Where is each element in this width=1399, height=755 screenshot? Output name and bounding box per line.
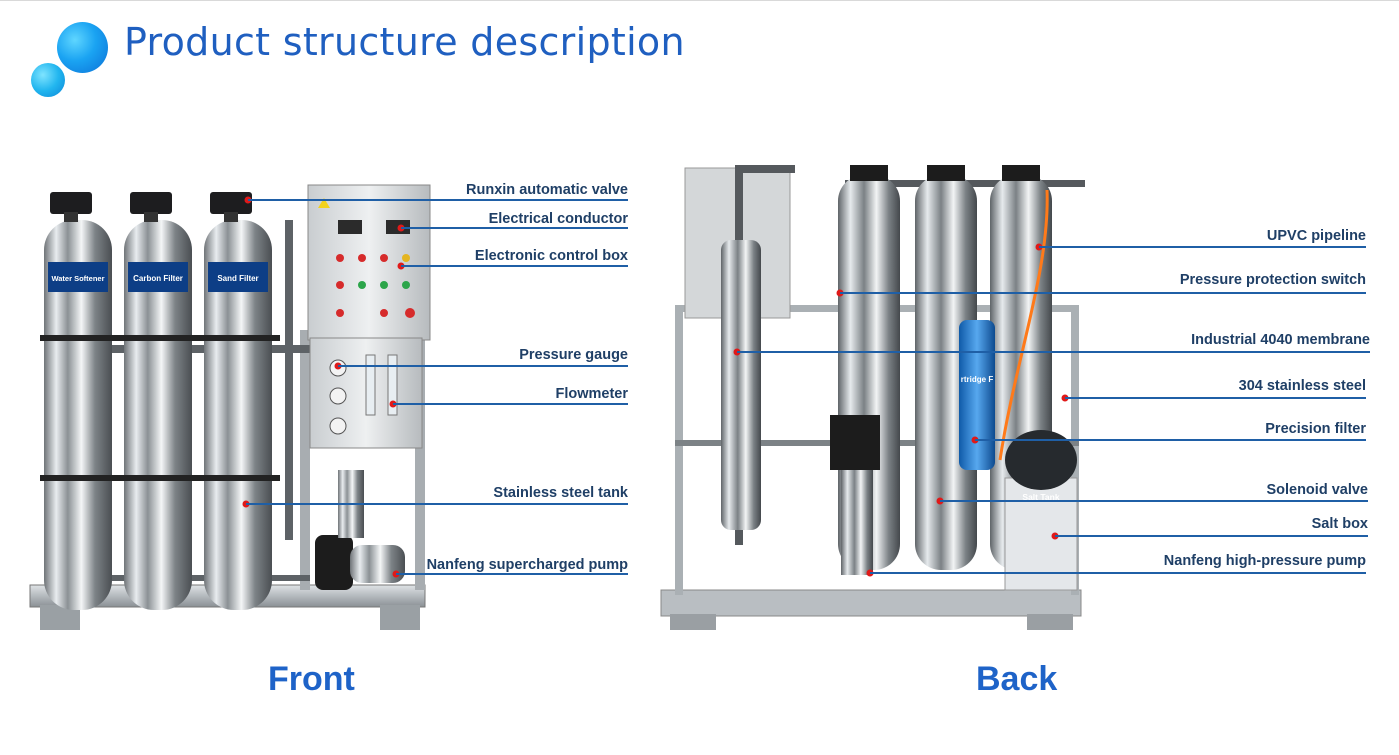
back-machine-image: rtridge F Salt Tank — [660, 165, 1085, 630]
label-stainless-steel-tank: Stainless steel tank — [493, 485, 628, 501]
tank-group — [40, 192, 280, 610]
label-supercharged-pump: Nanfeng supercharged pump — [426, 557, 628, 573]
logo-circle-small — [31, 63, 65, 97]
salt-box-text: Salt Tank — [1022, 492, 1059, 502]
top-divider — [0, 0, 1399, 1]
caption-front: Front — [268, 660, 355, 698]
label-flowmeter: Flowmeter — [555, 386, 628, 402]
page-title: Product structure description — [124, 20, 685, 64]
tank-label-2: Carbon Filter — [133, 274, 183, 283]
tank-label-1: Water Softener — [51, 274, 104, 283]
label-pressure-gauge: Pressure gauge — [519, 347, 628, 363]
label-precision-filter: Precision filter — [1265, 421, 1366, 437]
label-electronic-control-box: Electronic control box — [474, 248, 628, 264]
front-machine-image: Water Softener Carbon Filter Sand Filter — [29, 184, 431, 630]
label-electrical-conductor: Electrical conductor — [488, 211, 628, 227]
caption-back: Back — [976, 660, 1058, 698]
label-salt-box: Salt box — [1311, 516, 1368, 532]
filter-housing-text: rtridge F — [961, 375, 994, 384]
label-304-stainless-steel: 304 stainless steel — [1238, 378, 1366, 394]
logo-circle-large — [57, 22, 108, 73]
label-pressure-protection-switch: Pressure protection switch — [1179, 272, 1366, 288]
label-upvc-pipeline: UPVC pipeline — [1266, 228, 1366, 244]
label-4040-membrane: Industrial 4040 membrane — [1191, 332, 1370, 348]
tank-label-3: Sand Filter — [217, 274, 258, 283]
label-solenoid-valve: Solenoid valve — [1266, 482, 1368, 498]
label-high-pressure-pump: Nanfeng high-pressure pump — [1163, 553, 1366, 569]
label-runxin-valve: Runxin automatic valve — [466, 182, 628, 198]
